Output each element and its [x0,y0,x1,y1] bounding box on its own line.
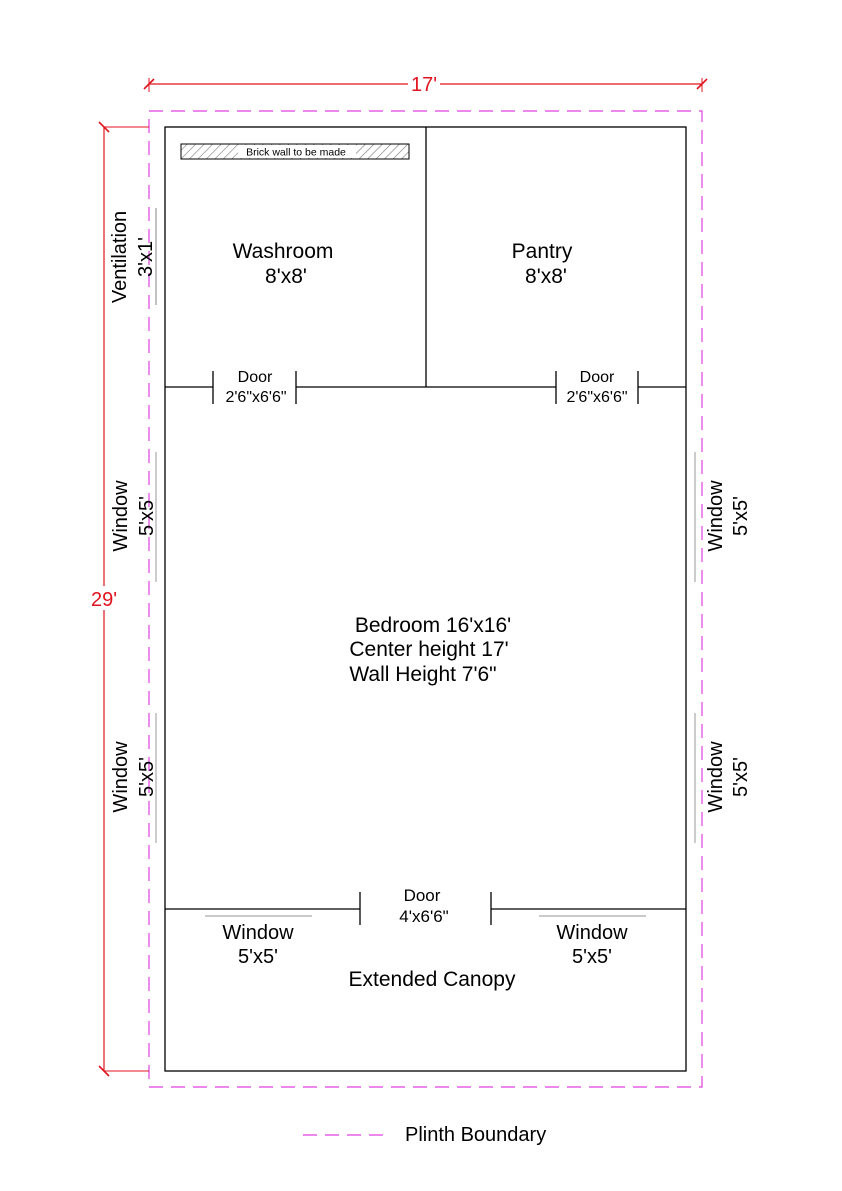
window-right-lower-name: Window [705,741,727,813]
window-left-lower-size: 5'x5' [136,757,158,797]
main-door-name: Door [404,886,441,905]
window-bottom-left-size: 5'x5' [238,946,278,968]
bedroom-label-line3: Wall Height 7'6" [349,663,496,686]
canopy-label: Extended Canopy [349,968,516,991]
pantry-size: 8'x8' [525,265,567,288]
window-right-upper-size: 5'x5' [730,496,752,536]
width-dimension-label: 17' [411,74,437,96]
pantry-door-size: 2'6"x6'6" [566,389,627,406]
washroom-door-name: Door [238,369,273,386]
window-bottom-right-size: 5'x5' [572,946,612,968]
main-door-size: 4'x6'6" [399,907,448,926]
window-right-lower-size: 5'x5' [730,757,752,797]
length-dimension-label: 29' [91,589,117,611]
ventilation-name: Ventilation [109,211,131,303]
bedroom-label-line2: Center height 17' [349,638,508,661]
window-bottom-right-name: Window [556,922,628,944]
window-right-upper-name: Window [705,480,727,552]
brick-wall-label-bg [238,145,356,158]
width-dimension [143,73,708,95]
washroom-size: 8'x8' [265,265,307,288]
legend-plinth-label: Plinth Boundary [405,1124,546,1146]
pantry-door-name: Door [580,369,615,386]
pantry-name: Pantry [512,240,573,263]
ventilation-size: 3'x1' [135,237,157,277]
length-dimension [90,121,149,1077]
brick-wall-label: Brick wall to be made [246,147,346,159]
window-left-lower-name: Window [110,741,132,813]
bedroom-label-line1: Bedroom 16'x16' [355,614,511,637]
plinth-boundary [148,110,703,1088]
washroom-door-size: 2'6"x6'6" [225,389,286,406]
window-left-upper-name: Window [110,480,132,552]
washroom-name: Washroom [233,240,334,263]
window-left-upper-size: 5'x5' [136,496,158,536]
window-bottom-left-name: Window [222,922,294,944]
